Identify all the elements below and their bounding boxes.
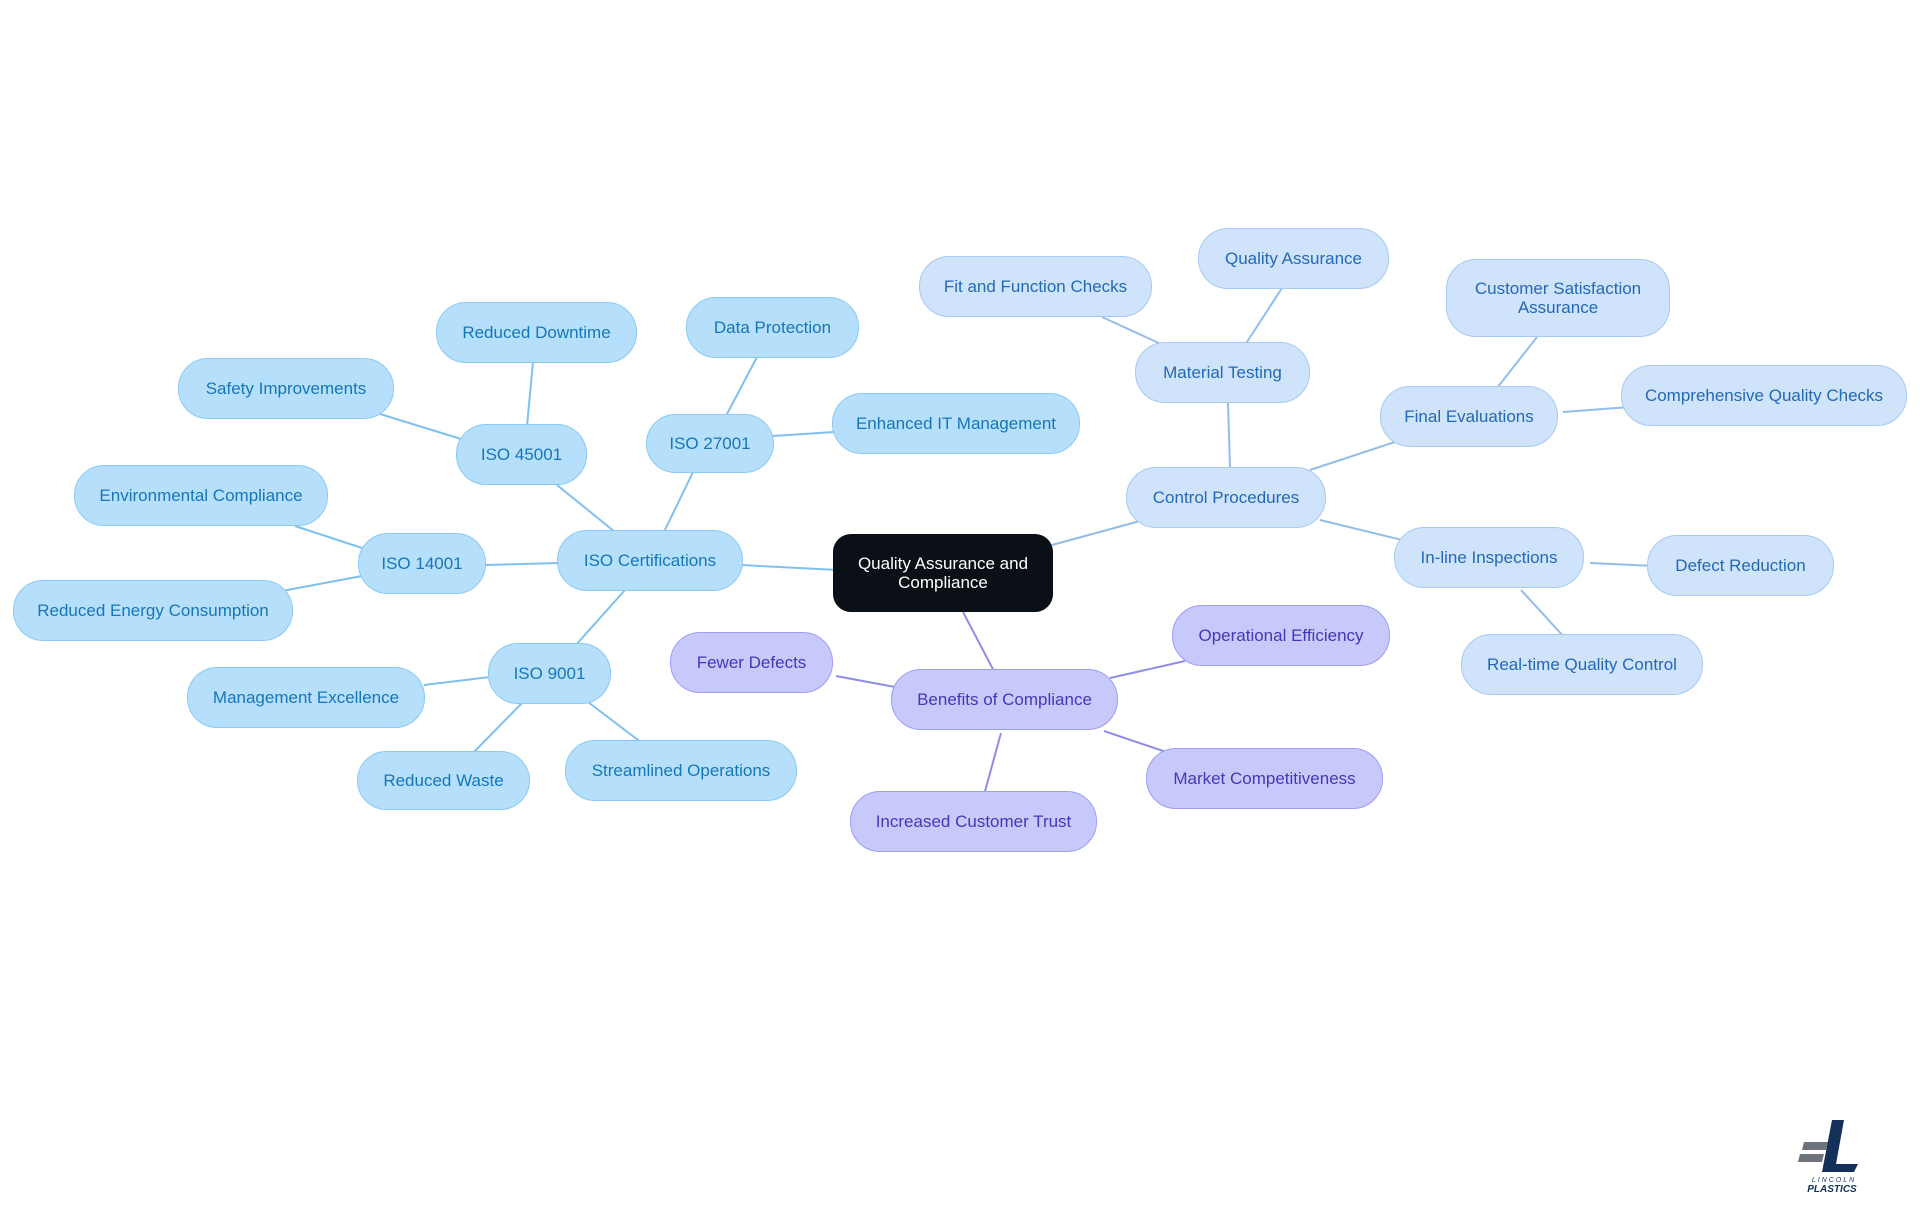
iso-9001-node[interactable]: ISO 9001 xyxy=(488,643,611,704)
lincoln-plastics-logo-icon: LINCOLN PLASTICS xyxy=(1798,1120,1858,1195)
quality-assurance-node[interactable]: Quality Assurance xyxy=(1198,228,1389,289)
iso-certifications-node[interactable]: ISO Certifications xyxy=(557,530,743,591)
edge-inline-realtime xyxy=(1520,589,1566,639)
data-protection-node[interactable]: Data Protection xyxy=(686,297,859,358)
iso-27001-node[interactable]: ISO 27001 xyxy=(646,414,774,473)
iso-45001-node[interactable]: ISO 45001 xyxy=(456,424,587,485)
fit-and-function-checks-node[interactable]: Fit and Function Checks xyxy=(919,256,1152,317)
in-line-inspections-node[interactable]: In-line Inspections xyxy=(1394,527,1584,588)
edge-control-material xyxy=(1227,402,1231,469)
edge-final-satisfaction xyxy=(1496,336,1538,389)
management-excellence-node[interactable]: Management Excellence xyxy=(187,667,425,728)
edge-material-fit xyxy=(1101,316,1164,346)
streamlined-operations-node[interactable]: Streamlined Operations xyxy=(565,740,797,801)
edge-benefits-trust xyxy=(983,732,1002,796)
edge-14001-energy xyxy=(281,575,363,592)
edge-iso-27001 xyxy=(663,469,695,533)
increased-customer-trust-node[interactable]: Increased Customer Trust xyxy=(850,791,1097,852)
edge-benefits-efficiency xyxy=(1109,660,1186,679)
real-time-quality-control-node[interactable]: Real-time Quality Control xyxy=(1461,634,1703,695)
reduced-energy-consumption-node[interactable]: Reduced Energy Consumption xyxy=(13,580,293,641)
enhanced-it-management-node[interactable]: Enhanced IT Management xyxy=(832,393,1080,454)
root-node[interactable]: Quality Assurance and Compliance xyxy=(833,534,1053,612)
edge-root-control xyxy=(1051,520,1141,546)
material-testing-node[interactable]: Material Testing xyxy=(1135,342,1310,403)
logo-text-top: LINCOLN xyxy=(1812,1177,1856,1184)
edge-iso-9001 xyxy=(574,589,626,647)
defect-reduction-node[interactable]: Defect Reduction xyxy=(1647,535,1834,596)
edge-root-benefits xyxy=(962,611,997,676)
market-competitiveness-node[interactable]: Market Competitiveness xyxy=(1146,748,1383,809)
reduced-downtime-node[interactable]: Reduced Downtime xyxy=(436,302,637,363)
edge-root-iso xyxy=(740,564,839,571)
edge-9001-streamlined xyxy=(587,701,643,744)
operational-efficiency-node[interactable]: Operational Efficiency xyxy=(1172,605,1390,666)
edge-material-qa xyxy=(1244,287,1283,346)
edge-9001-mgmt xyxy=(423,676,491,686)
edge-final-comprehensive xyxy=(1562,406,1631,413)
reduced-waste-node[interactable]: Reduced Waste xyxy=(357,751,530,810)
iso-14001-node[interactable]: ISO 14001 xyxy=(358,533,486,594)
edge-45001-downtime xyxy=(526,361,534,427)
edge-iso-14001 xyxy=(483,562,560,566)
edge-27001-data xyxy=(725,356,758,417)
logo-text-bottom: PLASTICS xyxy=(1807,1184,1857,1195)
comprehensive-quality-checks-node[interactable]: Comprehensive Quality Checks xyxy=(1621,365,1907,426)
edge-control-final xyxy=(1309,440,1399,471)
fewer-defects-node[interactable]: Fewer Defects xyxy=(670,632,833,693)
edge-45001-safety xyxy=(379,413,462,440)
edge-iso-45001 xyxy=(556,484,616,533)
edge-27001-it xyxy=(772,431,835,437)
customer-satisfaction-assurance-node[interactable]: Customer Satisfaction Assurance xyxy=(1446,259,1670,337)
environmental-compliance-node[interactable]: Environmental Compliance xyxy=(74,465,328,526)
edge-14001-env xyxy=(294,525,363,549)
edge-benefits-fewer xyxy=(835,675,896,688)
edge-control-inline xyxy=(1319,519,1403,541)
final-evaluations-node[interactable]: Final Evaluations xyxy=(1380,386,1558,447)
safety-improvements-node[interactable]: Safety Improvements xyxy=(178,358,394,419)
edge-inline-defect xyxy=(1589,562,1656,567)
control-procedures-node[interactable]: Control Procedures xyxy=(1126,467,1326,528)
benefits-of-compliance-node[interactable]: Benefits of Compliance xyxy=(891,669,1118,730)
edge-9001-waste xyxy=(470,701,524,756)
